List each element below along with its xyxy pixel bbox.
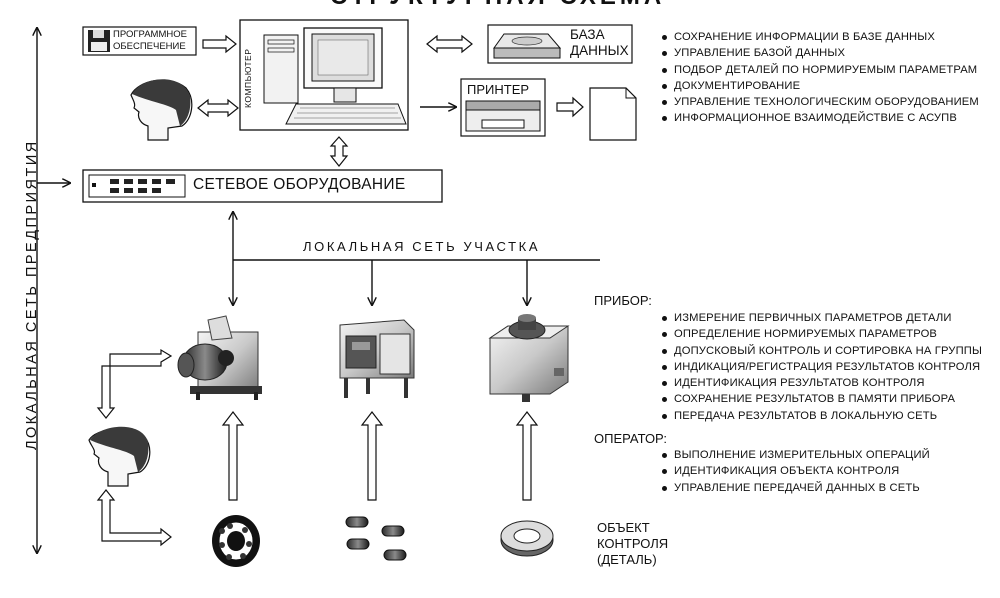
list-item: ПЕРЕДАЧА РЕЗУЛЬТАТОВ В ЛОКАЛЬНУЮ СЕТЬ [660,408,982,424]
network-equipment-label: СЕТЕВОЕ ОБОРУДОВАНИЕ [193,176,406,193]
operator-heading: ОПЕРАТОР: [594,431,668,446]
bearing-part-icon [212,515,260,567]
measuring-device-2 [339,319,415,398]
computer-database-arrow [426,34,473,54]
list-item: СОХРАНЕНИЕ ИНФОРМАЦИИ В БАЗЕ ДАННЫХ [660,29,979,45]
list-item: ИНФОРМАЦИОННОЕ ВЗАИМОДЕЙСТВИЕ С АСУПВ [660,110,979,126]
printer-block [460,78,546,137]
list-item: ВЫПОЛНЕНИЕ ИЗМЕРИТЕЛЬНЫХ ОПЕРАЦИЙ [660,447,930,463]
measuring-device-3 [488,314,570,402]
list-item: СОХРАНЕНИЕ РЕЗУЛЬТАТОВ В ПАМЯТИ ПРИБОРА [660,391,982,407]
local-network-bus [233,212,600,305]
list-item: ИЗМЕРЕНИЕ ПЕРВИЧНЫХ ПАРАМЕТРОВ ДЕТАЛИ [660,310,982,326]
user-icon [130,79,193,141]
database-icon [493,33,562,59]
printer-icon [465,100,541,132]
ring-part-icon [500,520,554,557]
svg-text:СТРУКТУРНАЯ СХЕМА: СТРУКТУРНАЯ СХЕМА [330,0,665,10]
list-item: УПРАВЛЕНИЕ ТЕХНОЛОГИЧЕСКИМ ОБОРУДОВАНИЕМ [660,94,979,110]
list-item: ИНДИКАЦИЯ/РЕГИСТРАЦИЯ РЕЗУЛЬТАТОВ КОНТРО… [660,359,982,375]
device-heading: ПРИБОР: [594,293,652,308]
software-label-line2: ОБЕСПЕЧЕНИЕ [113,41,186,52]
database-block [487,24,633,64]
software-block [82,26,197,56]
network-switch-icon [88,174,186,198]
operator-object-arrow [96,489,172,547]
local-network-label: ЛОКАЛЬНАЯ СЕТЬ УЧАСТКА [303,239,541,254]
list-item: ИДЕНТИФИКАЦИЯ РЕЗУЛЬТАТОВ КОНТРОЛЯ [660,375,982,391]
operator-device-arrow [96,348,173,419]
software-to-computer-arrow [202,34,237,54]
list-item: ПОДБОР ДЕТАЛЕЙ ПО НОРМИРУЕМЫМ ПАРАМЕТРАМ [660,62,979,78]
object-label-line2: КОНТРОЛЯ [597,536,669,551]
printer-label: ПРИНТЕР [467,82,530,97]
object-to-device-arrow-3 [515,411,539,501]
measuring-device-1 [177,315,262,400]
object-label-line1: ОБЪЕКТ [597,520,650,535]
rollers-part-icon [345,516,407,561]
list-item: УПРАВЛЕНИЕ БАЗОЙ ДАННЫХ [660,45,979,61]
enterprise-network-label: ЛОКАЛЬНАЯ СЕТЬ ПРЕДПРИЯТИЯ [24,139,40,450]
list-item: ОПРЕДЕЛЕНИЕ НОРМИРУЕМЫХ ПАРАМЕТРОВ [660,326,982,342]
printer-to-document-arrow [556,96,584,118]
document-icon [589,87,637,141]
list-item: ДОПУСКОВЫЙ КОНТРОЛЬ И СОРТИРОВКА НА ГРУП… [660,343,982,359]
floppy-disk-icon [88,30,110,52]
list-item: ДОКУМЕНТИРОВАНИЕ [660,78,979,94]
computer-label: КОМПЬЮТЕР [243,48,253,108]
database-label-line1: БАЗА [570,27,605,42]
page-title: СТРУКТУРНАЯ СХЕМА [330,0,665,10]
software-label-line1: ПРОГРАММНОЕ [113,29,187,40]
list-item: УПРАВЛЕНИЕ ПЕРЕДАЧЕЙ ДАННЫХ В СЕТЬ [660,480,930,496]
computer-block [239,19,409,131]
object-label-line3: (ДЕТАЛЬ) [597,552,657,567]
operator-icon [88,426,151,487]
network-equipment-block [82,169,443,203]
list-item: ИДЕНТИФИКАЦИЯ ОБЪЕКТА КОНТРОЛЯ [660,463,930,479]
object-to-device-arrow-1 [221,411,245,501]
object-to-device-arrow-2 [360,411,384,501]
user-computer-arrow [197,98,239,118]
computer-icon [263,27,407,125]
computer-network-arrow [329,136,349,167]
database-label-line2: ДАННЫХ [570,43,629,58]
